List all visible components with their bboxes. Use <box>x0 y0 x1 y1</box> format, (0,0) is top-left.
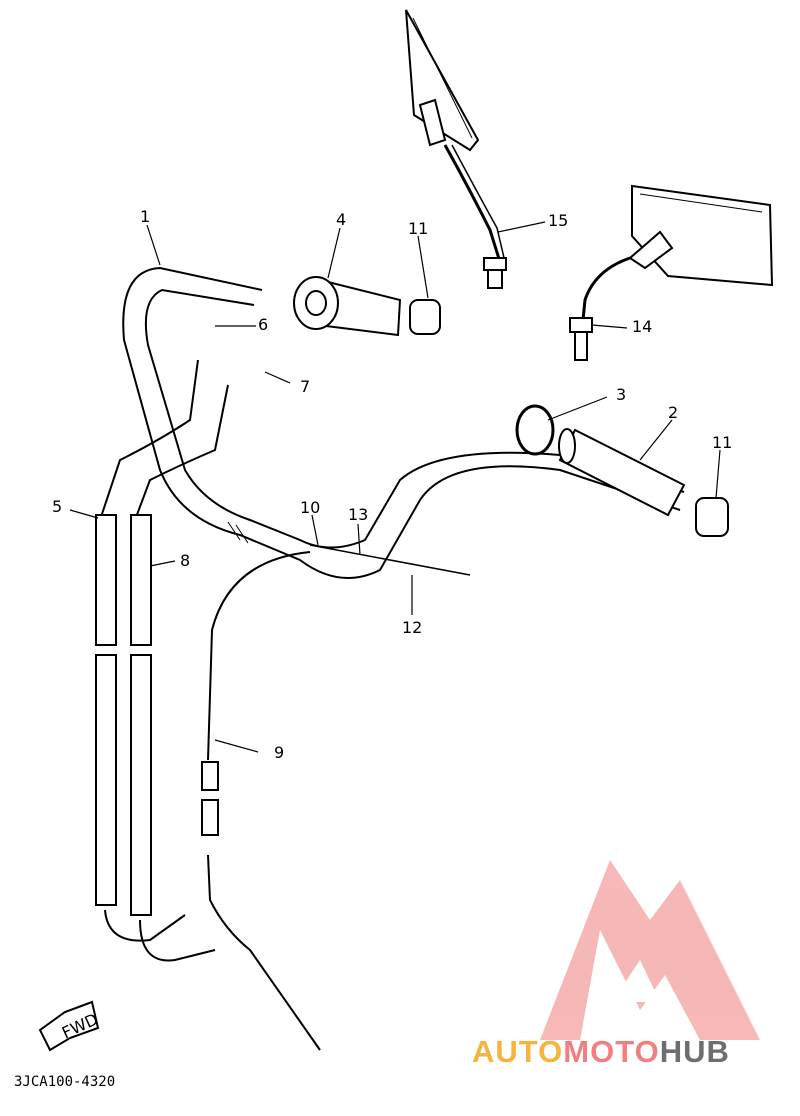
callout-labels: 1 2 3 4 5 6 7 8 9 10 11 11 12 13 14 15 <box>52 207 732 762</box>
callout-8: 8 <box>180 551 190 570</box>
right-grip <box>558 428 686 517</box>
diagram-code: 3JCA100-4320 <box>14 1074 116 1090</box>
callout-14: 14 <box>632 317 652 336</box>
clutch-cable <box>201 544 471 1051</box>
left-grip <box>293 276 402 337</box>
bar-end-cap-left <box>409 299 441 335</box>
callout-4: 4 <box>336 210 346 229</box>
callout-2: 2 <box>668 403 678 422</box>
callout-15: 15 <box>548 211 568 230</box>
forward-arrow: FWD <box>38 1000 101 1052</box>
leader-lines <box>69 221 721 753</box>
callout-11-right: 11 <box>712 433 732 452</box>
callout-3: 3 <box>616 385 626 404</box>
callout-5: 5 <box>52 497 62 516</box>
watermark-text: AUTOMOTOHUB <box>472 1034 730 1070</box>
callout-9: 9 <box>274 743 284 762</box>
callout-12: 12 <box>402 618 422 637</box>
bar-end-cap-right <box>695 497 729 537</box>
throttle-collar <box>515 404 555 456</box>
watermark-part-2: MOTO <box>563 1034 660 1069</box>
mirror-left <box>405 9 507 289</box>
callout-1: 1 <box>140 207 150 226</box>
watermark-part-3: HUB <box>659 1034 730 1069</box>
callout-13: 13 <box>348 505 368 524</box>
callout-6: 6 <box>258 315 268 334</box>
callout-10: 10 <box>300 498 320 517</box>
callout-11-top: 11 <box>408 219 428 238</box>
callout-7: 7 <box>300 377 310 396</box>
handlebar <box>122 266 685 579</box>
watermark-part-1: AUTO <box>472 1034 564 1069</box>
mirror-right <box>569 184 774 361</box>
watermark-logo <box>540 860 760 1040</box>
cables-5-8 <box>95 359 229 962</box>
